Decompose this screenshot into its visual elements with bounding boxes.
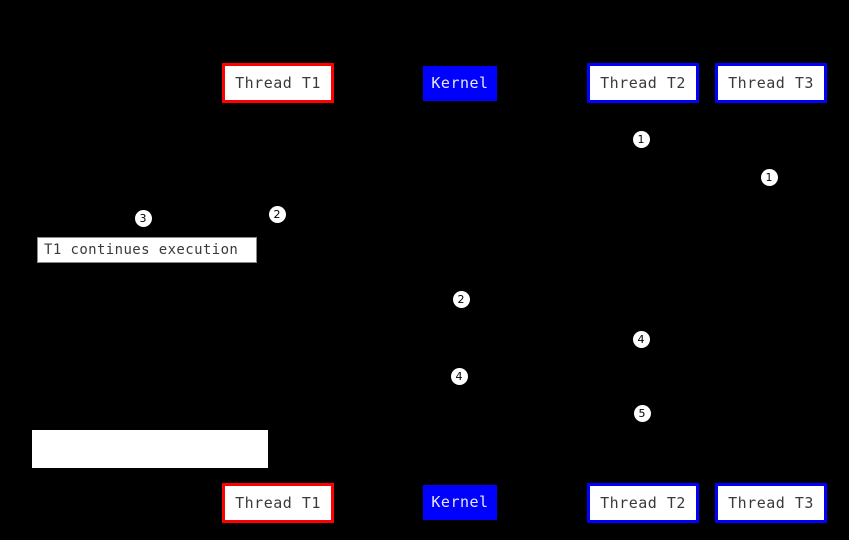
participant-label: Thread T1: [235, 493, 321, 512]
participant-box-t3b[interactable]: Thread T3: [715, 483, 827, 523]
step-marker-5-t2: 5: [633, 404, 651, 422]
participant-box-t3[interactable]: Thread T3: [715, 63, 827, 103]
participant-label: Thread T3: [728, 73, 814, 92]
step-marker-3-t1-left: 3: [134, 209, 152, 227]
participant-box-t2[interactable]: Thread T2: [587, 63, 699, 103]
lifeline-t2: [642, 103, 644, 483]
participant-box-kernel[interactable]: Kernel: [423, 66, 497, 101]
step-marker-2-kernel: 2: [452, 290, 470, 308]
step-marker-4-kernel: 4: [450, 367, 468, 385]
participant-label: Thread T1: [235, 73, 321, 92]
participant-box-t1b[interactable]: Thread T1: [222, 483, 334, 523]
lifeline-t1: [277, 103, 279, 483]
step-marker-2-t1: 2: [268, 205, 286, 223]
participant-box-t1[interactable]: Thread T1: [222, 63, 334, 103]
participant-box-kernelb[interactable]: Kernel: [423, 485, 497, 520]
participant-box-t2b[interactable]: Thread T2: [587, 483, 699, 523]
step-marker-1-t2: 1: [632, 130, 650, 148]
step-marker-1-t3: 1: [760, 168, 778, 186]
note-t1-continues: T1 continues execution: [37, 237, 257, 263]
lifeline-t3: [770, 103, 772, 483]
participant-label: Kernel: [431, 493, 489, 511]
note-blank: [32, 430, 268, 468]
participant-label: Thread T2: [600, 493, 686, 512]
participant-label: Thread T3: [728, 493, 814, 512]
step-marker-4-t2: 4: [632, 330, 650, 348]
participant-label: Thread T2: [600, 73, 686, 92]
participant-label: Kernel: [431, 74, 489, 92]
